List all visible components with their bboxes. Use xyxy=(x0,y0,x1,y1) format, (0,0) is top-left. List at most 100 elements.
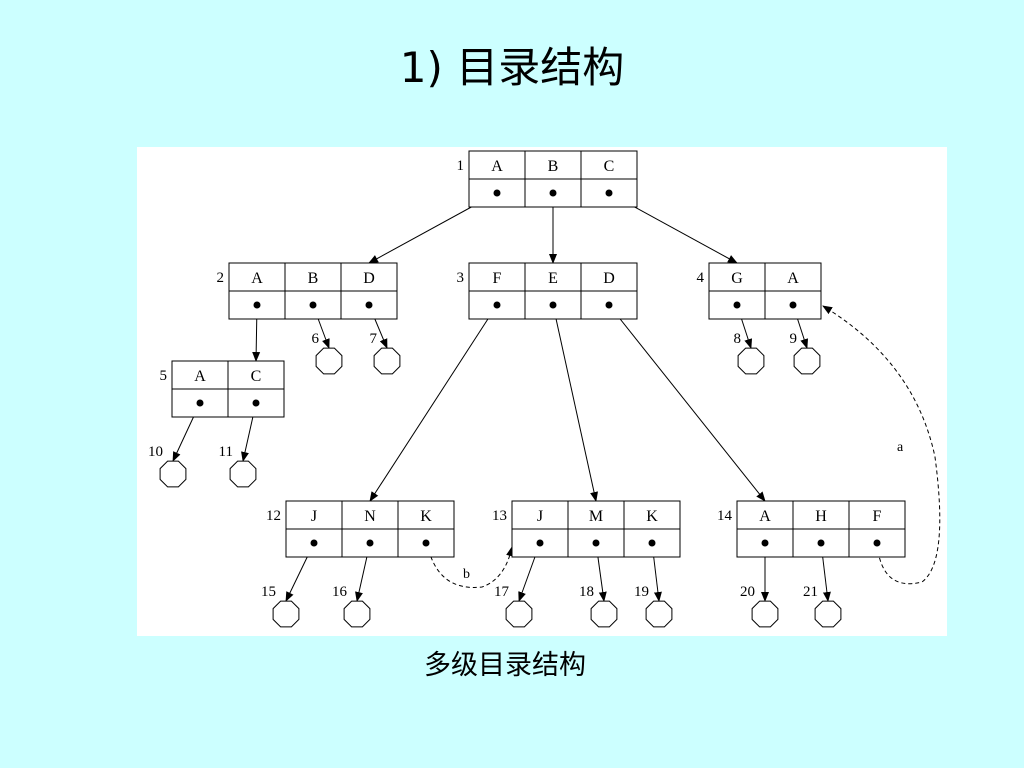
pointer-dot xyxy=(422,539,430,547)
file-node-9: 9 xyxy=(790,331,821,375)
pointer-arrow xyxy=(369,304,498,502)
pointer-arrow xyxy=(608,304,766,502)
directory-entry-name: A xyxy=(491,158,503,175)
directory-entry-name: F xyxy=(873,508,882,525)
directory-entry-name: D xyxy=(603,270,615,287)
file-node-21: 21 xyxy=(803,584,842,628)
directory-entry-name: B xyxy=(308,270,319,287)
file-node-20: 20 xyxy=(740,584,779,628)
directory-id-label: 12 xyxy=(266,508,281,524)
slide-title: 1) 目录结构 xyxy=(399,43,625,92)
directory-entry-name: F xyxy=(493,270,502,287)
directory-node-13: 13 J M K xyxy=(492,500,681,558)
file-node-18: 18 xyxy=(579,584,618,628)
link-b-curve xyxy=(426,542,514,588)
directory-entry-name: J xyxy=(537,508,543,525)
pointer-dot xyxy=(365,301,373,309)
directory-entry-name: D xyxy=(363,270,375,287)
file-id-label: 16 xyxy=(332,584,348,600)
directory-id-label: 3 xyxy=(457,270,465,286)
pointer-dot xyxy=(761,539,769,547)
file-id-label: 21 xyxy=(803,584,818,600)
directory-entry-name: K xyxy=(420,508,432,525)
directory-entry-name: E xyxy=(548,270,558,287)
pointer-dot xyxy=(309,301,317,309)
pointer-arrow xyxy=(552,304,598,502)
directory-id-label: 2 xyxy=(217,270,225,286)
link-b-label: b xyxy=(463,567,470,582)
file-node-17: 17 xyxy=(494,584,533,628)
directory-id-label: 5 xyxy=(160,368,168,384)
file-node-11: 11 xyxy=(219,444,257,488)
file-node-15: 15 xyxy=(261,584,300,628)
pointer-dot xyxy=(733,301,741,309)
pointer-dot xyxy=(648,539,656,547)
directory-entry-name: C xyxy=(604,158,615,175)
pointer-dot xyxy=(789,301,797,309)
directory-id-label: 14 xyxy=(717,508,733,524)
file-id-label: 17 xyxy=(494,584,510,600)
pointer-dot xyxy=(817,539,825,547)
file-circle xyxy=(590,600,618,628)
link-a-label: a xyxy=(897,440,904,455)
directory-entry-name: A xyxy=(787,270,799,287)
directory-id-label: 13 xyxy=(492,508,507,524)
directory-node-5: 5 A C xyxy=(160,360,285,418)
directory-node-3: 3 F E D xyxy=(457,262,638,320)
directory-entry-name: C xyxy=(251,368,262,385)
file-circle xyxy=(229,460,257,488)
directory-entry-name: G xyxy=(731,270,743,287)
file-circle xyxy=(793,347,821,375)
directory-node-1: 1 A B C xyxy=(457,150,638,208)
directory-entry-name: N xyxy=(364,508,376,525)
file-node-10: 10 xyxy=(148,444,187,488)
file-id-label: 15 xyxy=(261,584,276,600)
pointer-dot xyxy=(493,189,501,197)
file-id-label: 8 xyxy=(734,331,742,347)
file-circle xyxy=(159,460,187,488)
file-node-19: 19 xyxy=(634,584,673,628)
directory-entry-name: J xyxy=(311,508,317,525)
pointer-dot xyxy=(196,399,204,407)
directory-entry-name: H xyxy=(815,508,827,525)
pointer-dot xyxy=(253,301,261,309)
directory-entry-name: K xyxy=(646,508,658,525)
pointer-dot xyxy=(310,539,318,547)
file-id-label: 10 xyxy=(148,444,163,460)
file-id-label: 19 xyxy=(634,584,649,600)
file-id-label: 7 xyxy=(370,331,378,347)
pointer-dot xyxy=(493,301,501,309)
pointer-dot xyxy=(549,301,557,309)
pointer-dot xyxy=(605,301,613,309)
directory-node-14: 14 A H F xyxy=(717,500,906,558)
diagram-caption: 多级目录结构 xyxy=(424,650,586,681)
file-id-label: 6 xyxy=(312,331,320,347)
pointer-dot xyxy=(252,399,260,407)
directory-entry-name: M xyxy=(589,508,603,525)
directory-id-label: 1 xyxy=(457,158,465,174)
file-circle xyxy=(373,347,401,375)
directory-entry-name: A xyxy=(759,508,771,525)
file-id-label: 11 xyxy=(219,444,233,460)
file-circle xyxy=(751,600,779,628)
pointer-dot xyxy=(592,539,600,547)
file-circle xyxy=(343,600,371,628)
directory-entry-name: B xyxy=(548,158,559,175)
file-id-label: 20 xyxy=(740,584,755,600)
pointer-dot xyxy=(536,539,544,547)
pointer-dot xyxy=(605,189,613,197)
file-node-7: 7 xyxy=(370,331,401,375)
directory-node-12: 12 J N K xyxy=(266,500,455,558)
file-node-16: 16 xyxy=(332,584,371,628)
file-circle xyxy=(645,600,673,628)
directory-entry-name: A xyxy=(194,368,206,385)
file-circle xyxy=(272,600,300,628)
file-circle xyxy=(505,600,533,628)
directory-id-label: 4 xyxy=(697,270,705,286)
file-circle xyxy=(315,347,343,375)
pointer-dot xyxy=(873,539,881,547)
file-node-8: 8 xyxy=(734,331,765,375)
